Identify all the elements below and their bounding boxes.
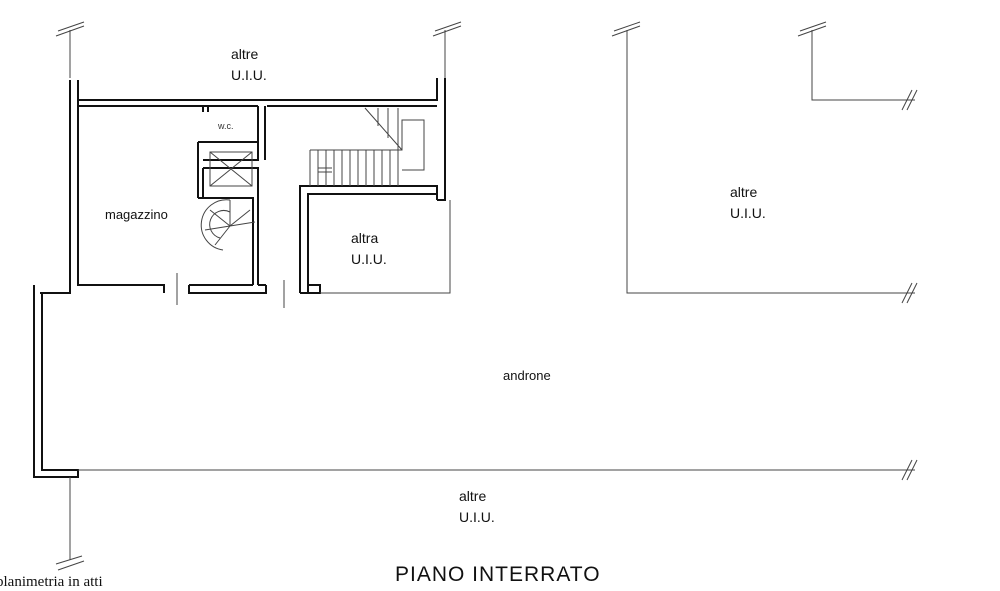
label-magazzino: magazzino <box>105 207 168 222</box>
walls <box>33 78 446 478</box>
plan-note: planimetria in atti <box>0 574 103 590</box>
thin-lines <box>55 21 918 571</box>
label-androne: androne <box>503 368 551 383</box>
plan-title: PIANO INTERRATO <box>395 563 601 586</box>
label-wc: w.c. <box>218 121 234 131</box>
